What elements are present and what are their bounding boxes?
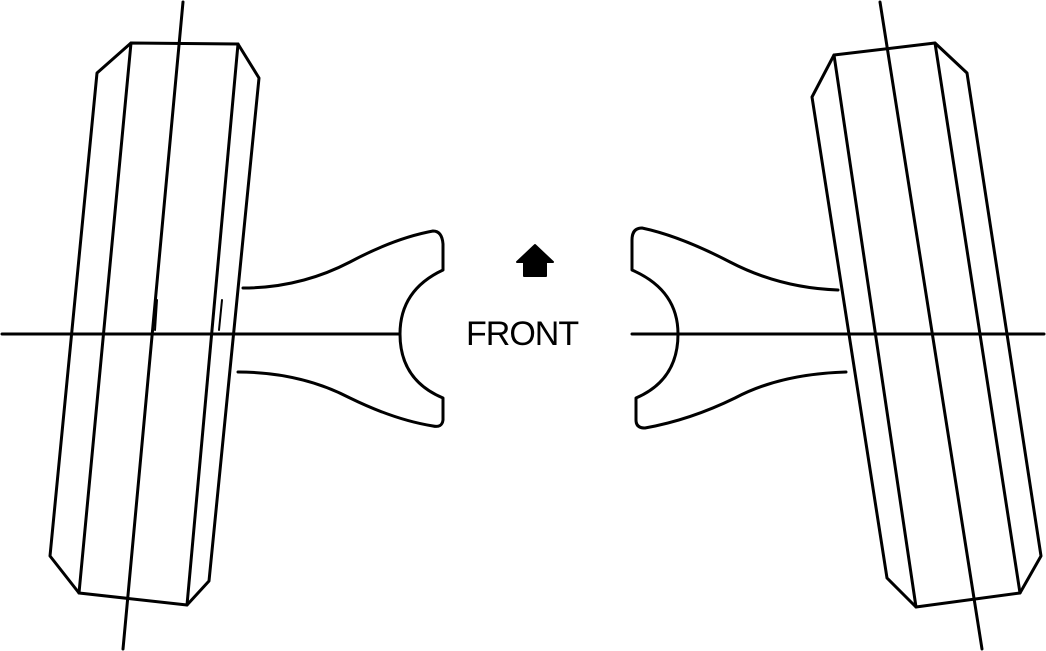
right-tire-outline [810, 41, 1043, 609]
left-spindle [236, 229, 445, 428]
right-spindle [630, 226, 848, 430]
right-wheel-centerline [878, 0, 984, 651]
left-wheel [48, 0, 261, 651]
left-tread-line-2 [185, 42, 240, 607]
left-tread-line-1 [77, 41, 133, 595]
right-tread-line-1 [832, 53, 918, 609]
left-wheel-centerline-dash [154, 299, 223, 331]
left-wheel-centerline [121, 0, 185, 651]
up-arrow-icon [516, 244, 554, 277]
front-label: FRONT [466, 315, 579, 353]
right-tread-line-2 [933, 41, 1022, 595]
right-wheel [810, 0, 1043, 651]
